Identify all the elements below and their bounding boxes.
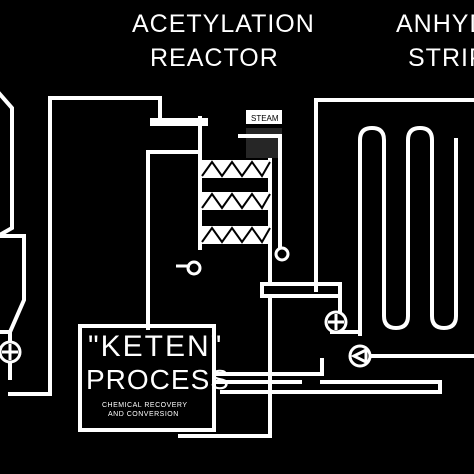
stripper-title-line2: STRIP [408, 44, 474, 72]
left-vessel [0, 91, 14, 238]
tray-truss-2 [201, 192, 271, 210]
steam-tag-label: STEAM [251, 114, 279, 123]
tray-truss-3 [201, 226, 271, 244]
reactor-shell [246, 128, 282, 158]
keten-box-line2: PROCESS [86, 364, 230, 395]
pump-arrow [350, 347, 368, 365]
keten-box-line4: AND CONVERSION [108, 411, 179, 418]
reactor-title-line1: ACETYLATION [132, 10, 315, 38]
pipe-stripper-feed [238, 134, 282, 250]
keten-box-line1: "KETEN" [88, 330, 224, 363]
stripper-title-line1: ANHYD [396, 10, 474, 38]
valve-left-cross [2, 344, 18, 360]
valve-reactor-icon [274, 246, 290, 262]
pipe-left-down [8, 96, 52, 396]
keten-box [78, 324, 216, 432]
steam-tag [246, 110, 282, 124]
stripper-coil [358, 125, 458, 336]
tray-truss-1 [201, 160, 271, 178]
keten-box-line3: CHEMICAL RECOVERY [102, 402, 188, 409]
reactor-title-line2: REACTOR [150, 44, 279, 72]
left-vessel-cone [0, 234, 26, 334]
exchanger-tray [260, 282, 342, 298]
pipe-left-top [48, 96, 162, 126]
valve-stripper-cross [328, 314, 344, 330]
pipe-return-line [220, 380, 442, 394]
valve-sampler-icon [186, 260, 202, 276]
reactor-head [150, 118, 208, 126]
pipe-exchanger-down [178, 294, 272, 438]
pipe-keten-right [212, 358, 324, 376]
